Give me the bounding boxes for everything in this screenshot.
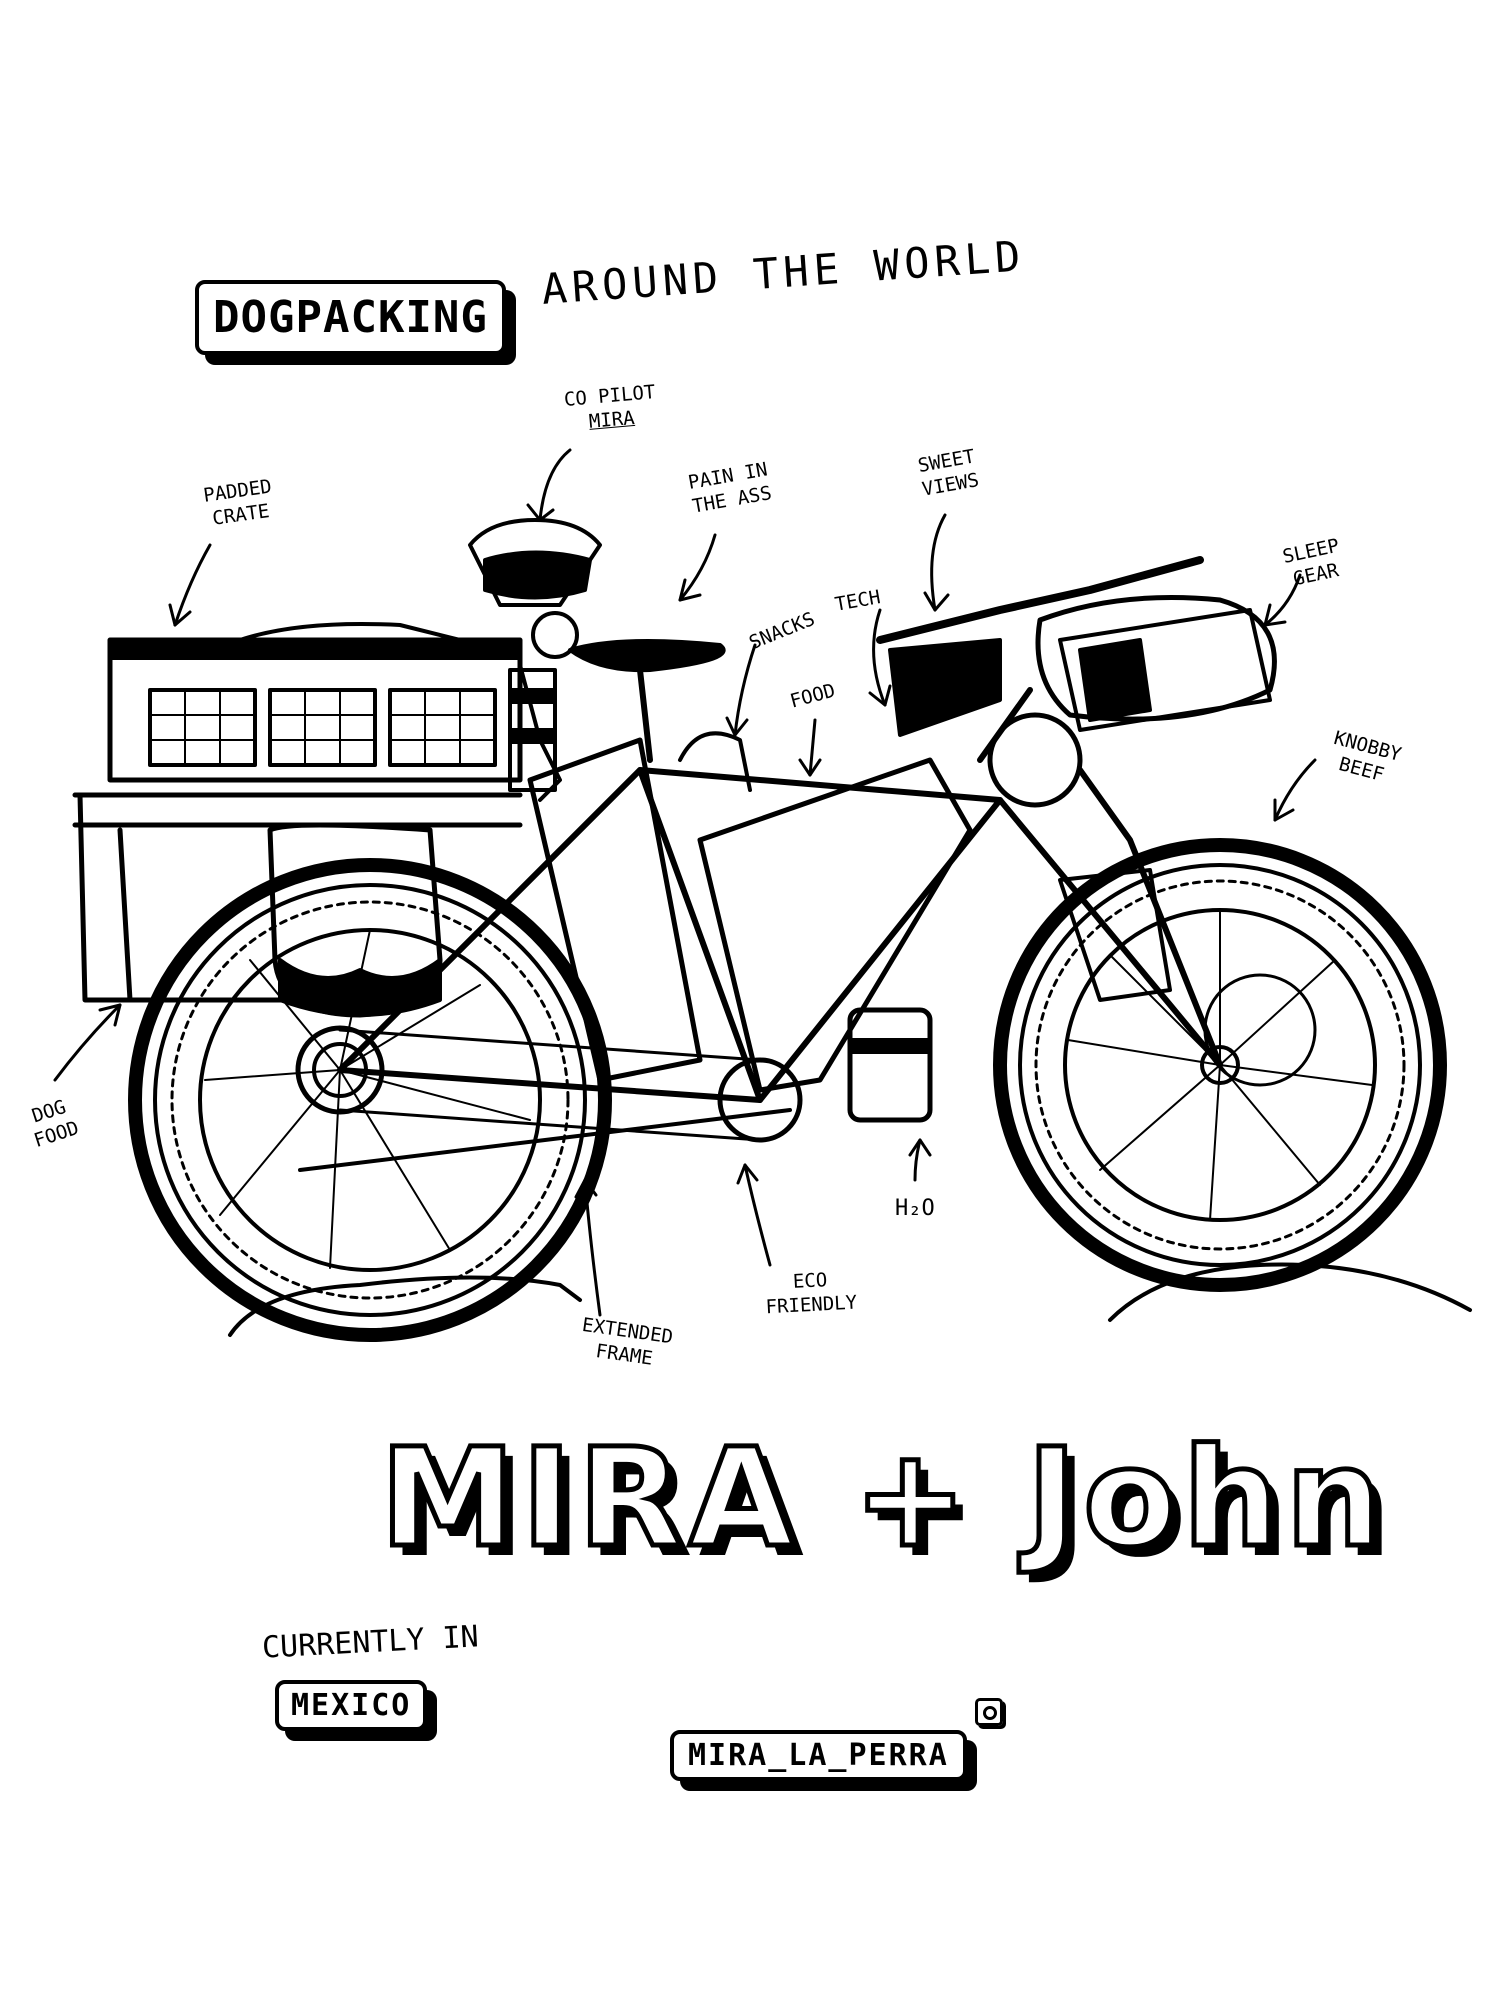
- crate-lid: [108, 638, 522, 660]
- handlebar-bag: [1035, 595, 1277, 722]
- saddle: [568, 639, 726, 673]
- fork: [1077, 767, 1223, 1068]
- rear-spokes: [204, 929, 531, 1269]
- chain: [338, 1028, 762, 1142]
- label-co-pilot: CO PILOT MIRA: [563, 381, 657, 433]
- water-bottle: [847, 1007, 933, 1123]
- rear-wheel: [128, 858, 612, 1342]
- front-ground-mound: [1108, 1262, 1472, 1322]
- front-wheel: [993, 838, 1447, 1292]
- main-frame-bag: [697, 757, 973, 1093]
- fork-cargo-cage: [1058, 868, 1172, 1002]
- instagram-icon[interactable]: [975, 1698, 1003, 1726]
- sleep-gear-roll: [1058, 608, 1272, 732]
- label-h2o: H₂O: [895, 1196, 935, 1221]
- top-tube-bag: [678, 731, 752, 792]
- names-heading: MIRA + John: [377, 1418, 1389, 1581]
- snack-bag: [888, 638, 1002, 737]
- location-value: MEXICO: [275, 1680, 428, 1731]
- handlebar: [876, 556, 1204, 644]
- front-bag: [987, 712, 1083, 808]
- instagram-handle[interactable]: MIRA_LA_PERRA: [670, 1730, 967, 1781]
- title-tag: DOGPACKING: [195, 280, 506, 355]
- label-arrows: [53, 448, 1317, 1317]
- seat-tube-bag: [527, 737, 703, 1083]
- padded-crate: [107, 637, 523, 783]
